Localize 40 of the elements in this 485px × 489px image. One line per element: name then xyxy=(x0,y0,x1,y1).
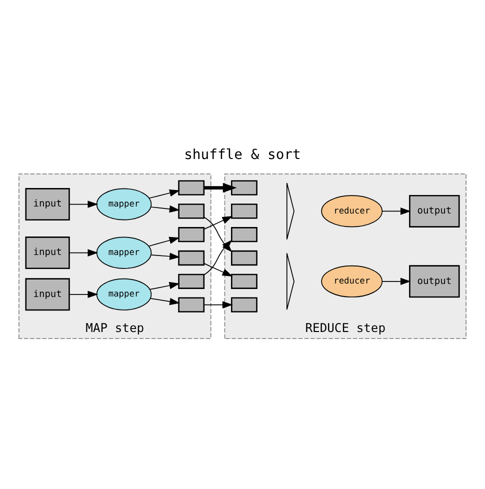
node-box xyxy=(230,250,258,266)
arrow xyxy=(68,290,98,298)
node-box xyxy=(178,180,205,195)
arrow xyxy=(150,297,180,305)
arrow xyxy=(382,277,411,285)
arrow xyxy=(148,236,180,246)
node-box: input xyxy=(25,188,70,220)
arrow xyxy=(148,188,180,198)
arrow xyxy=(204,262,233,276)
arrow xyxy=(204,300,233,308)
node-ellipse: mapper xyxy=(96,188,152,220)
node-ellipse: mapper xyxy=(96,236,152,268)
node-brace xyxy=(286,252,294,310)
node-brace xyxy=(286,182,294,240)
node-box: output xyxy=(409,194,460,227)
node-box xyxy=(178,296,205,312)
node-ellipse: mapper xyxy=(96,278,152,310)
node-box xyxy=(230,203,258,218)
node-box xyxy=(230,296,258,312)
node-box xyxy=(178,273,205,288)
arrow xyxy=(204,182,237,192)
arrow xyxy=(149,281,180,290)
node-box xyxy=(230,273,258,288)
arrow xyxy=(68,200,98,208)
node-box xyxy=(230,180,258,195)
node-box: output xyxy=(409,264,460,298)
diagram-title: shuffle & sort xyxy=(184,146,301,163)
node-box xyxy=(178,226,205,242)
arrow xyxy=(68,248,98,256)
node-ellipse: reducer xyxy=(321,264,383,297)
node-box: input xyxy=(25,278,70,310)
node-box xyxy=(178,250,205,266)
arrow xyxy=(382,207,411,214)
arrow xyxy=(150,204,180,212)
node-box xyxy=(230,226,258,242)
node-box xyxy=(178,203,205,218)
arrow xyxy=(150,252,180,260)
node-box: input xyxy=(25,236,70,269)
node-ellipse: reducer xyxy=(321,194,383,227)
arrow xyxy=(204,216,233,230)
